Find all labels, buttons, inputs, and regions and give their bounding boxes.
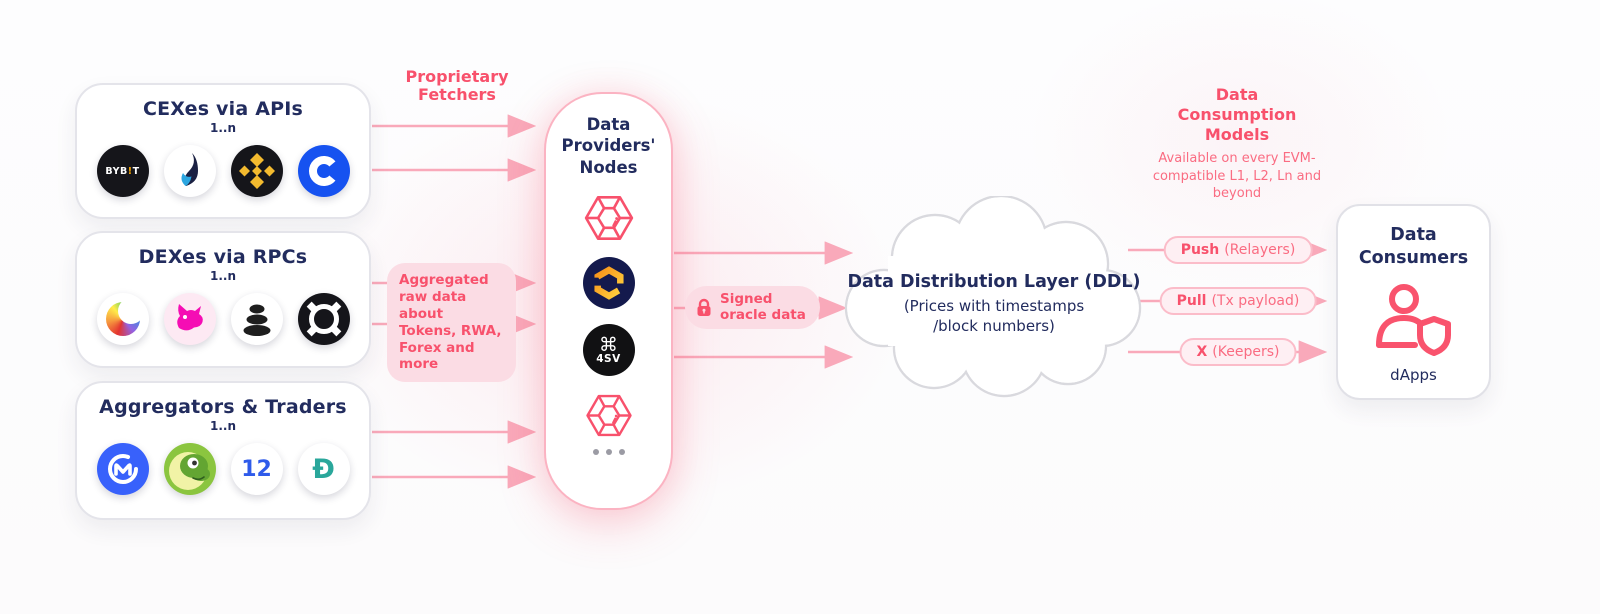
consumption-availability-note: Available on every EVM-compatible L1, L2…	[1152, 151, 1322, 202]
data-providers-box: Data Providers' Nodes	[544, 92, 673, 510]
proprietary-fetchers-label: Proprietary Fetchers	[405, 67, 509, 105]
pull-model-pill: Pull (Tx payload)	[1159, 287, 1317, 315]
dex-box-count: 1..n	[209, 269, 236, 283]
redstone-gem-icon	[582, 391, 636, 439]
binance-logo	[230, 145, 283, 197]
data-consumption-models-title: Data Consumption Models	[1177, 85, 1297, 144]
frax-logo	[297, 293, 350, 345]
coinbase-logo	[297, 145, 350, 197]
ddl-cloud: Data Distribution Layer (DDL) (Prices wi…	[838, 194, 1150, 404]
aggregated-raw-data-badge: Aggregated raw data about Tokens, RWA, F…	[387, 263, 516, 383]
aggregator-logo-row: 12 Đ	[96, 443, 350, 495]
ellipsis-icon	[592, 449, 625, 456]
command-glyph-icon: ⌘	[599, 334, 618, 357]
bybit-logo: BYB!T	[96, 145, 149, 197]
x-model-pill: X (Keepers)	[1179, 338, 1297, 366]
huobi-flame-icon	[180, 153, 198, 186]
push-label: Push	[1180, 242, 1220, 258]
frax-ring-icon	[306, 301, 341, 337]
uniswap-logo	[163, 293, 216, 345]
pull-label: Pull	[1176, 293, 1207, 309]
ddl-title: Data Distribution Layer (DDL)	[847, 271, 1141, 292]
dex-logo-row	[96, 293, 350, 345]
ddl-subtitle: (Prices with timestamps /block numbers)	[903, 296, 1085, 335]
lock-icon	[697, 298, 711, 317]
coingecko-gecko-icon	[168, 452, 210, 490]
redstone-gem-icon	[582, 194, 636, 242]
uniswap-unicorn-icon	[176, 304, 203, 331]
push-detail: (Relayers)	[1224, 242, 1296, 258]
data-consumers-title: Data Consumers	[1358, 225, 1469, 268]
d-symbol-icon: Đ	[312, 453, 335, 485]
provider-node-icons: ⌘ 4SV	[582, 194, 636, 439]
ddl-text-block: Data Distribution Layer (DDL) (Prices wi…	[838, 196, 1150, 404]
cex-box-title: CEXes via APIs	[142, 98, 303, 120]
cex-box-count: 1..n	[209, 121, 236, 135]
dapps-label: dApps	[1390, 365, 1437, 384]
cloud-shape	[844, 194, 1142, 398]
coingecko-logo	[163, 443, 216, 495]
cex-logo-row: BYB!T	[96, 145, 350, 197]
coinmarketcap-logo	[96, 443, 149, 495]
user-shield-icon	[1375, 283, 1451, 356]
x-detail: (Keepers)	[1212, 344, 1280, 360]
aggregator-box-title: Aggregators & Traders	[99, 396, 347, 418]
signed-oracle-data-label: Signed oracle data	[720, 291, 806, 323]
curve-logo	[96, 293, 149, 345]
balancer-stack-icon	[243, 304, 270, 336]
pull-detail: (Tx payload)	[1211, 293, 1300, 309]
curve-rainbow-icon	[105, 298, 144, 336]
data-consumers-box: Data Consumers dApps	[1336, 204, 1491, 400]
aggregator-sources-box: Aggregators & Traders 1..n 12 Đ	[75, 381, 371, 520]
data-providers-title: Data Providers' Nodes	[561, 115, 656, 177]
foursv-wordmark: ⌘ 4SV	[596, 334, 621, 366]
dex-sources-box: DEXes via RPCs 1..n	[75, 231, 371, 368]
x-label: X	[1196, 344, 1208, 360]
huobi-logo	[163, 145, 216, 197]
push-model-pill: Push (Relayers)	[1163, 236, 1313, 264]
hex-ring-logo	[582, 257, 635, 310]
twelvedata-wordmark: 12	[241, 456, 272, 482]
coinbase-c-icon	[308, 156, 335, 186]
bybit-wordmark: BYB!T	[105, 165, 140, 177]
twelvedata-logo: 12	[230, 443, 283, 495]
binance-diamonds-icon	[238, 153, 275, 189]
aggregator-box-count: 1..n	[209, 419, 236, 433]
dex-box-title: DEXes via RPCs	[138, 246, 308, 268]
foursv-logo: ⌘ 4SV	[582, 324, 635, 377]
cex-sources-box: CEXes via APIs 1..n BYB!T	[75, 83, 371, 219]
d-aggregator-logo: Đ	[297, 443, 350, 495]
balancer-logo	[230, 293, 283, 345]
signed-oracle-data-badge: Signed oracle data	[685, 286, 820, 330]
coinmarketcap-m-icon	[107, 454, 138, 484]
